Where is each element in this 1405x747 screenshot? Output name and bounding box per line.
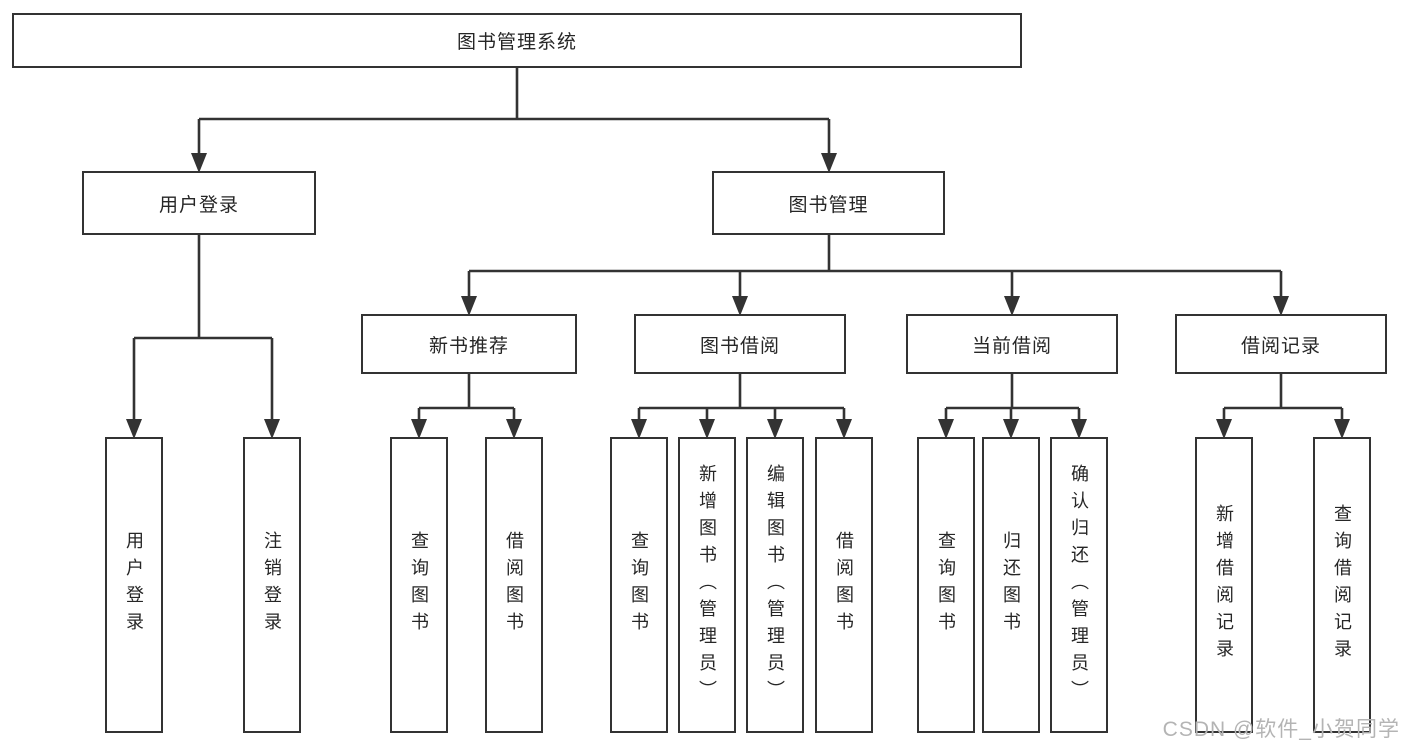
node-current-borrow: 当前借阅	[906, 314, 1118, 374]
arrow-icon	[821, 153, 837, 173]
arrow-icon	[1273, 296, 1289, 316]
leaf-label: 借阅图书	[834, 531, 854, 639]
leaf-borrow-query-books: 查询图书	[610, 437, 668, 733]
connector-recommend-to-leaves	[417, 374, 516, 419]
connector-current-to-leaves	[944, 374, 1081, 419]
leaf-label: 新增图书（管理员）	[697, 463, 717, 707]
leaf-label: 新增借阅记录	[1214, 504, 1234, 666]
arrow-icon	[699, 419, 715, 439]
connector-bookmgmt-to-level3	[467, 235, 1283, 296]
node-book-management: 图书管理	[712, 171, 945, 235]
leaf-borrow-borrow-books: 借阅图书	[815, 437, 873, 733]
node-user-login: 用户登录	[82, 171, 316, 235]
leaf-user-login: 用户登录	[105, 437, 163, 733]
arrow-icon	[1004, 296, 1020, 316]
node-borrow-records: 借阅记录	[1175, 314, 1387, 374]
leaf-logout: 注销登录	[243, 437, 301, 733]
leaf-borrow-edit-books-admin: 编辑图书（管理员）	[746, 437, 804, 733]
leaf-label: 用户登录	[124, 531, 144, 639]
leaf-current-return-books: 归还图书	[982, 437, 1040, 733]
arrow-icon	[506, 419, 522, 439]
leaf-label: 查询图书	[409, 531, 429, 639]
arrow-icon	[767, 419, 783, 439]
connector-records-to-leaves	[1222, 374, 1344, 419]
leaf-label: 查询图书	[629, 531, 649, 639]
leaf-recommend-borrow-books: 借阅图书	[485, 437, 543, 733]
leaf-label: 注销登录	[262, 531, 282, 639]
leaf-current-query-books: 查询图书	[917, 437, 975, 733]
arrow-icon	[836, 419, 852, 439]
arrow-icon	[1216, 419, 1232, 439]
leaf-label: 归还图书	[1001, 531, 1021, 639]
leaf-label: 编辑图书（管理员）	[765, 463, 785, 707]
leaf-label: 查询图书	[936, 531, 956, 639]
node-library-management-system: 图书管理系统	[12, 13, 1022, 68]
leaf-label: 确认归还（管理员）	[1069, 463, 1089, 707]
arrow-icon	[1334, 419, 1350, 439]
arrow-icon	[126, 419, 142, 439]
arrow-icon	[938, 419, 954, 439]
connector-root-to-level2	[197, 68, 831, 153]
arrow-icon	[411, 419, 427, 439]
arrow-icon	[264, 419, 280, 439]
node-new-book-recommend: 新书推荐	[361, 314, 577, 374]
leaf-borrow-add-books-admin: 新增图书（管理员）	[678, 437, 736, 733]
arrow-icon	[1071, 419, 1087, 439]
arrow-icon	[461, 296, 477, 316]
csdn-watermark: CSDN @软件_小贺同学	[1162, 718, 1400, 741]
connector-userlogin-to-leaves	[132, 235, 274, 419]
connector-borrow-to-leaves	[637, 374, 846, 419]
arrow-icon	[732, 296, 748, 316]
arrow-icon	[191, 153, 207, 173]
arrow-icon	[1003, 419, 1019, 439]
leaf-current-confirm-return-admin: 确认归还（管理员）	[1050, 437, 1108, 733]
leaf-records-query-record: 查询借阅记录	[1313, 437, 1371, 733]
arrow-icon	[631, 419, 647, 439]
leaf-records-add-record: 新增借阅记录	[1195, 437, 1253, 733]
leaf-label: 查询借阅记录	[1332, 504, 1352, 666]
leaf-label: 借阅图书	[504, 531, 524, 639]
node-book-borrow: 图书借阅	[634, 314, 846, 374]
leaf-recommend-query-books: 查询图书	[390, 437, 448, 733]
